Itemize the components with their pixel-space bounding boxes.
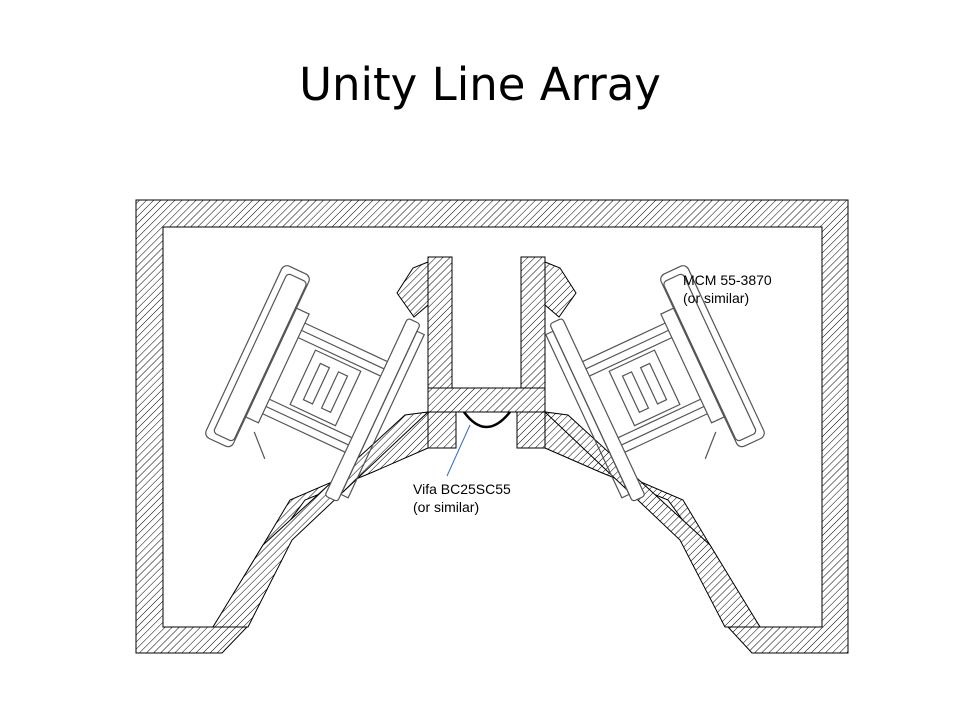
right-baffle-outer [543,411,761,628]
center-lower-right [516,411,546,449]
tweeter-dome [462,411,511,429]
right-woofer [544,265,765,502]
center-right-post [520,256,546,413]
enclosure-walls [135,199,849,654]
left-woofer [205,265,426,502]
woofer-label-line1: MCM 55-3870 [683,272,772,288]
tweeter-leader-line [446,424,471,477]
slide-title: Unity Line Array [299,58,661,111]
right-wedge [544,261,577,318]
center-lower-left [427,411,457,449]
center-crossbar [427,387,546,413]
woofer-label-line2: (or similar) [683,290,749,306]
left-baffle-outer [212,411,430,628]
tweeter-label-line1: Vifa BC25SC55 [413,481,511,497]
left-wedge [396,261,429,318]
tweeter-label-line2: (or similar) [413,499,479,515]
